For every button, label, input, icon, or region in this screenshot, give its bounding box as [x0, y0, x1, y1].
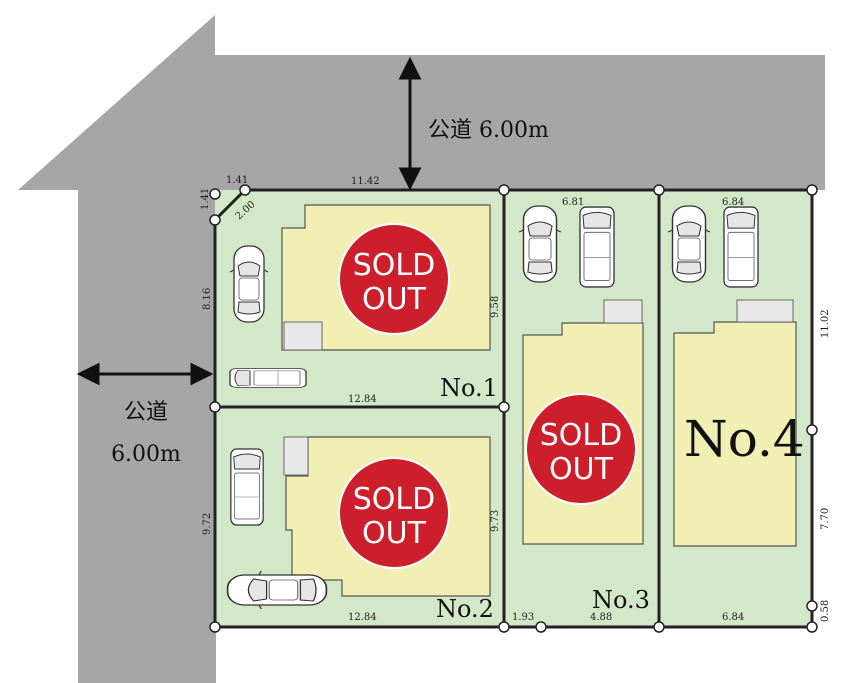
lot-3-sold-badge: SOLD OUT	[525, 393, 637, 505]
dim-top-lot1: 11.42	[351, 176, 380, 187]
dim-lot4-bottom: 6.84	[722, 612, 744, 623]
lot-3-van	[579, 206, 615, 288]
dim-lot2-bottom: 12.84	[348, 612, 377, 623]
lot-2-label: No.2	[436, 595, 494, 623]
lot-3-car	[518, 205, 562, 283]
lot-2-sold-line1: SOLD	[353, 482, 435, 517]
dim-right-upper: 11.02	[820, 309, 831, 338]
road-width-arrows	[76, 56, 422, 386]
lot-3-sold-line1: SOLD	[540, 418, 622, 453]
dim-corner-top: 1.41	[226, 175, 248, 186]
lot-1-sold-line2: OUT	[362, 282, 427, 317]
lot-4-car	[667, 205, 711, 283]
lot-1-small-structure	[283, 321, 323, 351]
lot-2-car	[226, 570, 328, 610]
dim-lot3-bottom-a: 1.93	[512, 612, 534, 623]
west-road-label-line2: 6.00m	[111, 442, 181, 467]
dim-lot3-top: 6.81	[562, 197, 584, 208]
lot-2-small-structure	[283, 436, 309, 476]
dim-corner-side: 1.41	[200, 188, 211, 210]
dim-lot1-inner-right: 9.58	[490, 296, 501, 318]
lot-1-van	[229, 367, 307, 389]
lot-4-van	[723, 206, 759, 288]
dim-right-low: 0.58	[820, 600, 831, 622]
boundary-markers	[209, 184, 818, 633]
dim-left-lot2: 9.72	[202, 513, 213, 535]
north-road	[18, 15, 825, 190]
lot-3-small-structure	[603, 299, 643, 324]
lot-3-sold-line2: OUT	[549, 452, 614, 487]
dim-lot3-bottom-b: 4.88	[590, 612, 612, 623]
west-road-label-line1: 公道	[124, 400, 168, 425]
lot-2-sold-line2: OUT	[362, 516, 427, 551]
lot-3-label: No.3	[592, 586, 650, 614]
lot-4-small-structure	[736, 299, 794, 323]
lot-4-label: No.4	[684, 410, 805, 468]
dim-right-mid: 7.70	[820, 508, 831, 530]
dim-lot4-top: 6.84	[722, 197, 744, 208]
lot-1-sold-badge: SOLD OUT	[338, 223, 450, 335]
dim-lot1-bottom: 12.84	[348, 394, 377, 405]
lot-1-sold-line1: SOLD	[353, 248, 435, 283]
dim-lot2-inner-right: 9.73	[490, 510, 501, 532]
lot-1-car	[229, 245, 269, 323]
north-road-label: 公道 6.00m	[428, 118, 549, 143]
west-road	[78, 185, 216, 683]
lot-1-label: No.1	[440, 374, 498, 402]
lot-4-building	[673, 321, 797, 547]
dim-left-lot1: 8.16	[202, 288, 213, 310]
lot-2-van	[230, 448, 264, 526]
lot-2-sold-badge: SOLD OUT	[338, 457, 450, 569]
